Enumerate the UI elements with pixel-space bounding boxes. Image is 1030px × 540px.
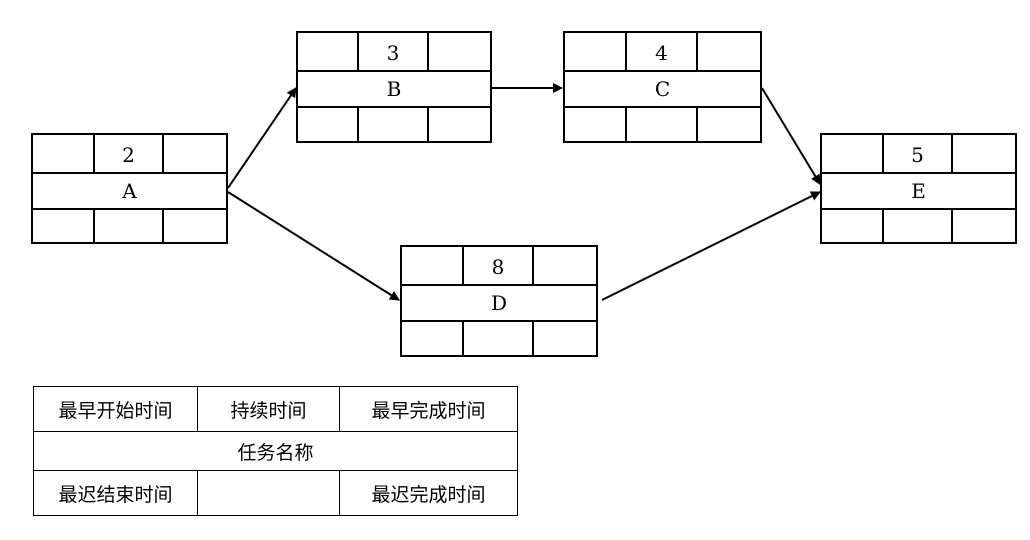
latest-finish-cell [429, 108, 490, 141]
earliest-finish-cell [698, 33, 760, 70]
task-node-a: 2 A [31, 133, 228, 244]
task-name: D [402, 286, 596, 322]
duration-cell: 2 [95, 135, 165, 172]
earliest-finish-cell [534, 247, 596, 284]
edge-a-d [227, 191, 400, 301]
legend-earliest-start: 最早开始时间 [34, 387, 198, 431]
duration-cell: 5 [884, 135, 954, 172]
blank-cell [627, 108, 698, 141]
latest-finish-cell [534, 322, 596, 355]
earliest-start-cell [822, 135, 884, 172]
legend-blank [198, 471, 340, 515]
task-node-c: 4 C [563, 31, 762, 143]
task-name: B [298, 72, 490, 108]
legend-task-name: 任务名称 [34, 432, 517, 471]
edge-c-e [761, 87, 821, 185]
latest-end-cell [565, 108, 628, 141]
task-node-b: 3 B [296, 31, 492, 143]
latest-end-cell [822, 210, 884, 242]
legend-latest-end: 最迟结束时间 [34, 471, 198, 515]
legend-duration: 持续时间 [198, 387, 340, 431]
earliest-start-cell [298, 33, 360, 70]
blank-cell [884, 210, 954, 242]
earliest-start-cell [565, 33, 628, 70]
duration-cell: 3 [359, 33, 429, 70]
latest-end-cell [402, 322, 465, 355]
edge-a-b [227, 87, 297, 189]
edge-d-e [601, 191, 821, 301]
earliest-finish-cell [953, 135, 1015, 172]
legend-earliest-finish: 最早完成时间 [371, 399, 486, 422]
duration-cell: 8 [464, 247, 534, 284]
earliest-finish-cell [429, 33, 490, 70]
task-name: C [565, 72, 760, 108]
duration-cell: 4 [627, 33, 698, 70]
blank-cell [464, 322, 534, 355]
legend-latest-finish: 最迟完成时间 [371, 483, 486, 506]
latest-end-cell [298, 108, 360, 141]
latest-finish-cell [698, 108, 760, 141]
latest-finish-cell [164, 210, 226, 242]
task-name: E [822, 174, 1015, 210]
latest-end-cell [33, 210, 95, 242]
earliest-start-cell [402, 247, 465, 284]
blank-cell [95, 210, 165, 242]
legend-table: 最早开始时间 持续时间 最早完成时间 任务名称 最迟结束时间 最迟完成时间 [33, 386, 518, 516]
task-node-e: 5 E [820, 133, 1017, 244]
task-name: A [33, 174, 226, 210]
earliest-finish-cell [164, 135, 226, 172]
task-node-d: 8 D [400, 245, 598, 357]
blank-cell [359, 108, 429, 141]
earliest-start-cell [33, 135, 95, 172]
latest-finish-cell [953, 210, 1015, 242]
